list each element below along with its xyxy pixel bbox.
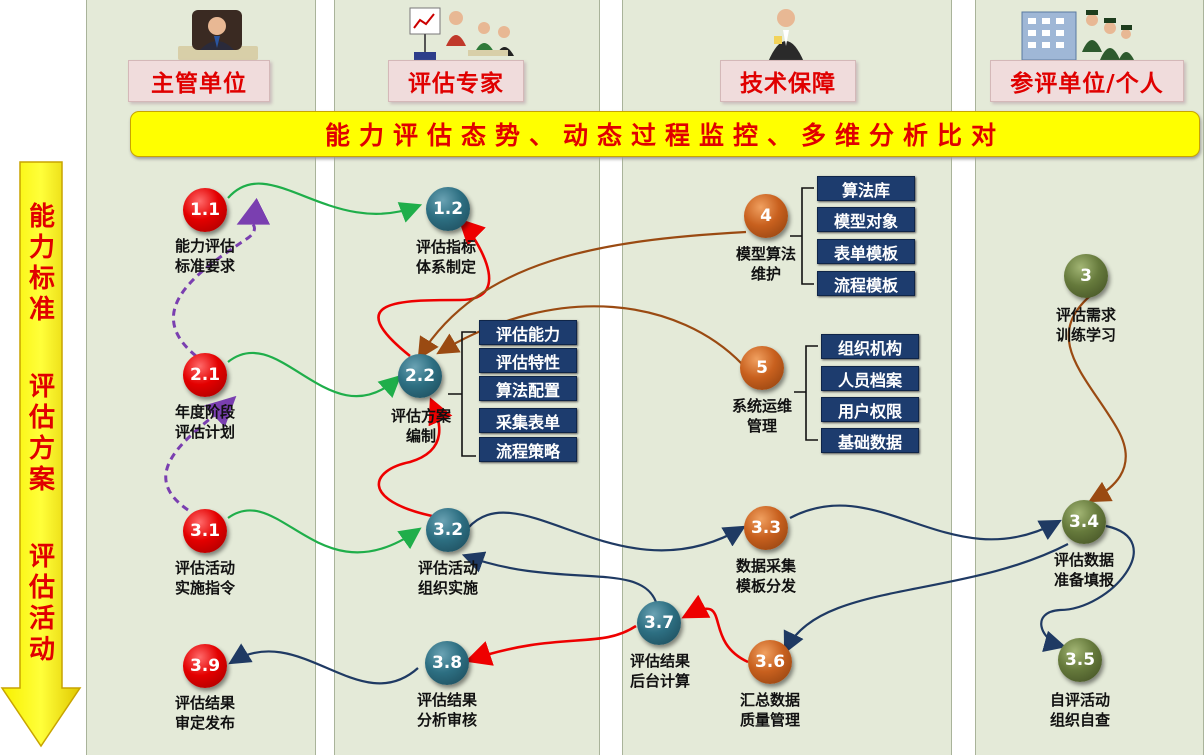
node-3.1-label-2: 实施指令 <box>174 579 235 597</box>
node-1.2: 1.2 <box>426 187 470 231</box>
link-3.7-to-3.8 <box>465 624 637 666</box>
node-3: 3 <box>1064 254 1108 298</box>
link-2.1-to-2.2 <box>227 351 402 398</box>
node-3.7-label-1: 评估结果 <box>629 652 690 670</box>
node-3.8: 3.8 <box>425 641 469 685</box>
node-3.7: 3.7 <box>637 601 681 645</box>
link-3.4-to-3.5 <box>1040 524 1135 652</box>
tag-model-flow-template: 流程模板 <box>817 271 915 296</box>
node-4-label-1: 模型算法 <box>735 245 796 263</box>
phase-label-activity: 评估活动 <box>28 542 55 665</box>
tag-sys-personnel: 人员档案 <box>821 366 919 391</box>
node-4: 4 <box>744 194 788 238</box>
lane-header-participants: 参评单位/个人 <box>990 60 1184 102</box>
node-3.9-label-1: 评估结果 <box>174 694 235 712</box>
tag-sys-base-data: 基础数据 <box>821 428 919 453</box>
tag-sys-org: 组织机构 <box>821 334 919 359</box>
phase-arrow: 能力标准 评估方案 评估活动 <box>0 160 82 750</box>
link-3.2-to-2.2 <box>377 397 453 518</box>
node-4-label-2: 维护 <box>750 265 781 283</box>
link-3.4-to-3.6 <box>783 543 1069 654</box>
experts-illustration-icon <box>409 7 514 60</box>
link-1.1-to-1.2 <box>227 182 423 223</box>
node-3.5-label-1: 自评活动 <box>1049 691 1110 709</box>
node-3.6-label-1: 汇总数据 <box>739 691 800 709</box>
lane-header-authority: 主管单位 <box>128 60 270 102</box>
node-3-label-2: 训练学习 <box>1055 326 1116 344</box>
node-1.1: 1.1 <box>183 188 227 232</box>
node-1.2-label-1: 评估指标 <box>415 238 476 256</box>
link-3.6-to-3.7 <box>681 594 749 664</box>
node-3.3-label-2: 模板分发 <box>735 577 796 595</box>
node-3.1: 3.1 <box>183 509 227 553</box>
node-2.2: 2.2 <box>398 354 442 398</box>
node-3.3: 3.3 <box>744 506 788 550</box>
node-3.8-label-1: 评估结果 <box>416 691 477 709</box>
node-1.1-label-1: 能力评估 <box>174 237 235 255</box>
node-3.4-label-2: 准备填报 <box>1053 571 1114 589</box>
phase-label-plan: 评估方案 <box>28 372 55 495</box>
tag-model-object: 模型对象 <box>817 207 915 232</box>
node-3.3-label-1: 数据采集 <box>735 557 796 575</box>
node-1.2-label-2: 体系制定 <box>415 258 476 276</box>
link-3.3-to-3.4 <box>789 504 1062 541</box>
node-3.4: 3.4 <box>1062 500 1106 544</box>
link-3.1-to-3.2 <box>227 509 422 554</box>
node-3.9: 3.9 <box>183 644 227 688</box>
node-5-label-1: 系统运维 <box>731 397 792 415</box>
node-1.1-label-2: 标准要求 <box>174 257 235 275</box>
tag-sys-permission: 用户权限 <box>821 397 919 422</box>
link-4-to-2.2 <box>417 230 747 360</box>
tag-plan-workflow: 流程策略 <box>479 437 577 462</box>
bracket-plan-tags <box>448 331 476 457</box>
node-2.2-label-1: 评估方案 <box>390 407 451 425</box>
tag-plan-form: 采集表单 <box>479 408 577 433</box>
node-2.1: 2.1 <box>183 353 227 397</box>
node-3.6: 3.6 <box>748 640 792 684</box>
node-3.2: 3.2 <box>426 508 470 552</box>
tag-model-form-template: 表单模板 <box>817 239 915 264</box>
link-3.2-to-3.3 <box>467 511 746 552</box>
node-3.5: 3.5 <box>1058 638 1102 682</box>
node-2.1-label-1: 年度阶段 <box>174 403 235 421</box>
node-3.5-label-2: 组织自查 <box>1049 711 1110 729</box>
link-3.7-to-3.2 <box>461 551 658 603</box>
technician-illustration-icon <box>768 9 804 62</box>
node-3.6-label-2: 质量管理 <box>739 711 800 729</box>
link-3-to-3.4 <box>1067 295 1127 503</box>
tag-plan-characteristic: 评估特性 <box>479 348 577 373</box>
node-2.1-label-2: 评估计划 <box>174 423 235 441</box>
tag-plan-algorithm: 算法配置 <box>479 376 577 401</box>
bracket-model-tags <box>790 187 814 285</box>
overview-banner: 能力评估态势、动态过程监控、多维分析比对 <box>130 111 1200 157</box>
node-3.9-label-2: 审定发布 <box>174 714 235 732</box>
lane-header-experts: 评估专家 <box>388 60 524 102</box>
link-3.8-to-3.9 <box>228 643 419 685</box>
manager-illustration-icon <box>178 10 258 60</box>
node-3.2-label-2: 组织实施 <box>417 579 478 597</box>
phase-arrow-shape <box>0 161 82 748</box>
link-2.1-to-1.1 <box>172 197 271 358</box>
node-3.8-label-2: 分析审核 <box>416 711 477 729</box>
node-3.2-label-1: 评估活动 <box>417 559 478 577</box>
lane-header-tech-support: 技术保障 <box>720 60 856 102</box>
tag-plan-capability: 评估能力 <box>479 320 577 345</box>
node-3-label-1: 评估需求 <box>1055 306 1116 324</box>
node-5: 5 <box>740 346 784 390</box>
units-illustration-icon <box>1021 10 1135 62</box>
node-3.4-label-1: 评估数据 <box>1053 551 1114 569</box>
bracket-system-tags <box>794 345 818 441</box>
tag-model-algorithm-lib: 算法库 <box>817 176 915 201</box>
node-3.1-label-1: 评估活动 <box>174 559 235 577</box>
node-5-label-2: 管理 <box>746 417 777 435</box>
node-3.7-label-2: 后台计算 <box>629 672 690 690</box>
link-2.2-to-1.2 <box>377 218 491 358</box>
phase-label-standard: 能力标准 <box>28 202 55 325</box>
node-2.2-label-2: 编制 <box>405 427 436 445</box>
